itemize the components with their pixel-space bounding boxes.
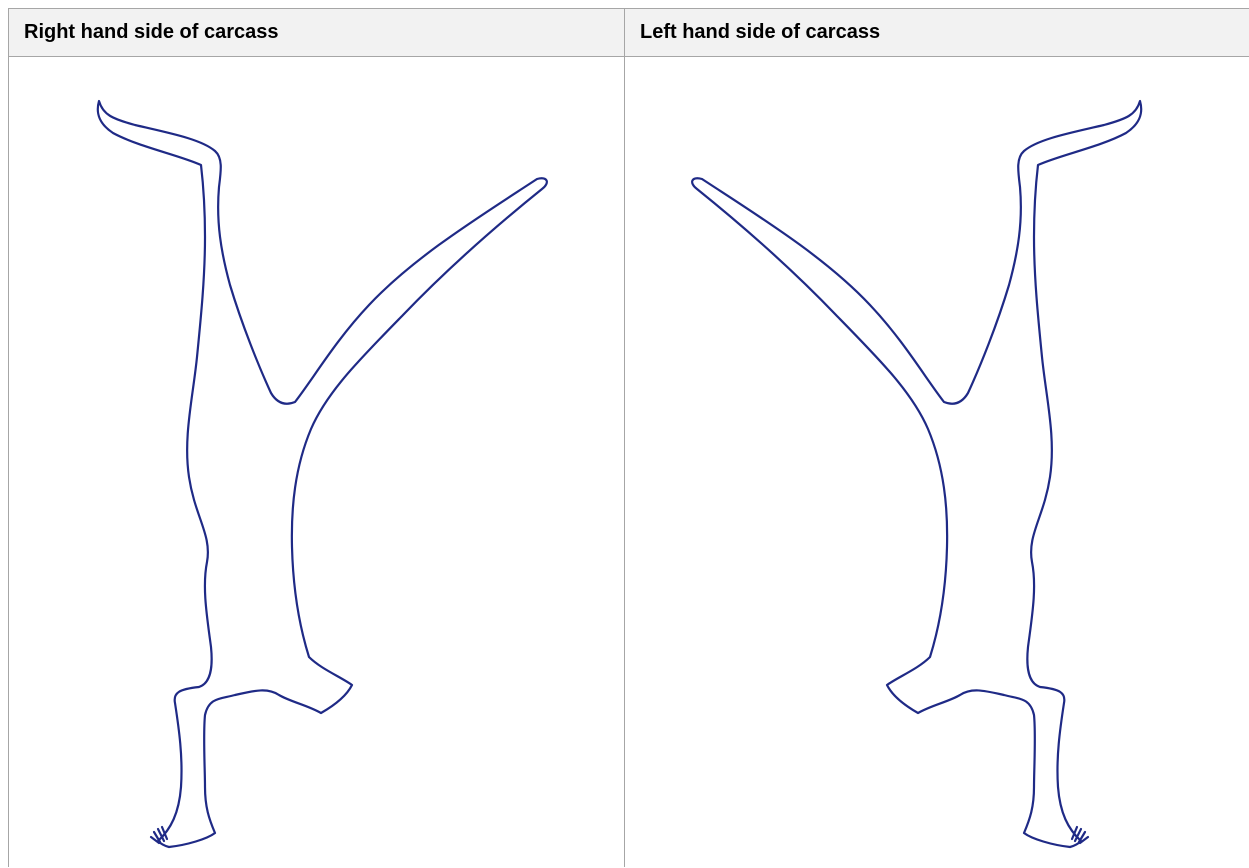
hoof-marks-right — [151, 827, 167, 843]
table-header-row: Right hand side of carcass Left hand sid… — [9, 9, 1249, 57]
carcass-outline-right-icon — [9, 57, 624, 868]
carcass-outline-left — [692, 101, 1141, 847]
right-hand-side-cell — [9, 57, 624, 868]
left-hand-side-heading: Left hand side of carcass — [625, 9, 1249, 56]
right-hand-side-heading: Right hand side of carcass — [9, 9, 625, 56]
left-hand-side-cell — [625, 57, 1249, 868]
carcass-outline-right — [98, 101, 547, 847]
hoof-marks-left — [1072, 827, 1088, 843]
carcass-outline-left-icon — [625, 57, 1249, 868]
carcass-side-table: Right hand side of carcass Left hand sid… — [8, 8, 1249, 867]
